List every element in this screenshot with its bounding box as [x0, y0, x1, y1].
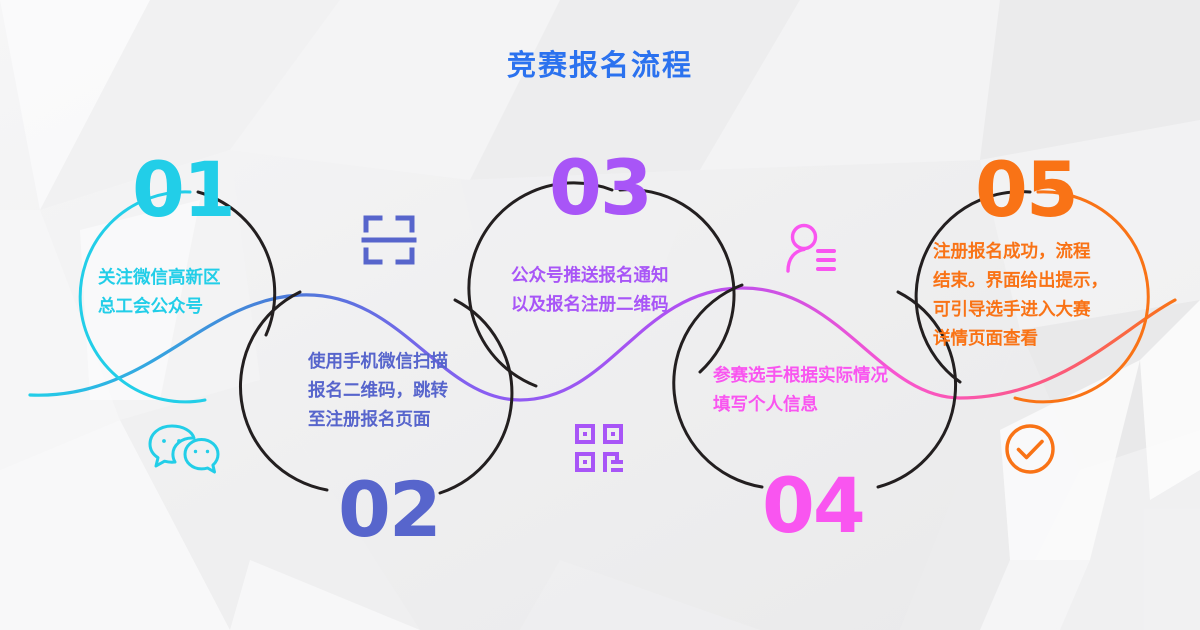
wechat-icon [148, 424, 220, 474]
step-02-number: 02 [338, 465, 442, 554]
step-02-circle [238, 290, 514, 495]
step-03-number: 03 [549, 143, 653, 232]
check-circle-icon [1005, 424, 1055, 474]
step-05-circle [914, 190, 1150, 404]
page-title: 竞赛报名流程 [506, 48, 693, 82]
step-02-line-2: 报名二维码，跳转 [308, 380, 448, 401]
step-01-number: 01 [132, 145, 236, 234]
step-04-description: 参赛选手根据实际情况 填写个人信息 [713, 362, 888, 420]
step-03-circle [467, 181, 736, 388]
step-02-line-1: 使用手机微信扫描 [308, 352, 448, 372]
qr-code-icon [575, 424, 623, 472]
step-02-description: 使用手机微信扫描 报名二维码，跳转 至注册报名页面 [308, 348, 448, 435]
step-04-circle [672, 283, 958, 489]
step-03-description: 公众号推送报名通知 以及报名注册二维码 [511, 262, 669, 320]
step-01-line-2: 总工会公众号 [98, 296, 203, 317]
step-03-line-1: 公众号推送报名通知 [511, 266, 669, 286]
scan-frame-icon [361, 215, 417, 265]
step-01-description: 关注微信高新区 总工会公众号 [98, 264, 221, 322]
step-05-number: 05 [975, 145, 1079, 234]
step-04-number: 04 [762, 461, 866, 550]
step-04-line-1: 参赛选手根据实际情况 [713, 366, 888, 386]
step-03-line-2: 以及报名注册二维码 [511, 294, 669, 315]
step-01-line-1: 关注微信高新区 [98, 268, 221, 288]
step-05-line-3: 可引导选手进入大赛 [933, 299, 1091, 320]
step-05-line-4: 详情页面查看 [933, 328, 1038, 349]
step-05-description: 注册报名成功，流程 结束。界面给出提示， 可引导选手进入大赛 详情页面查看 [933, 238, 1108, 354]
flow-wave-path [28, 286, 1177, 402]
step-04-line-2: 填写个人信息 [713, 394, 818, 415]
user-profile-icon [786, 223, 836, 273]
step-05-line-1: 注册报名成功，流程 [933, 242, 1091, 262]
step-02-line-3: 至注册报名页面 [308, 409, 431, 430]
step-05-line-2: 结束。界面给出提示， [933, 270, 1108, 291]
